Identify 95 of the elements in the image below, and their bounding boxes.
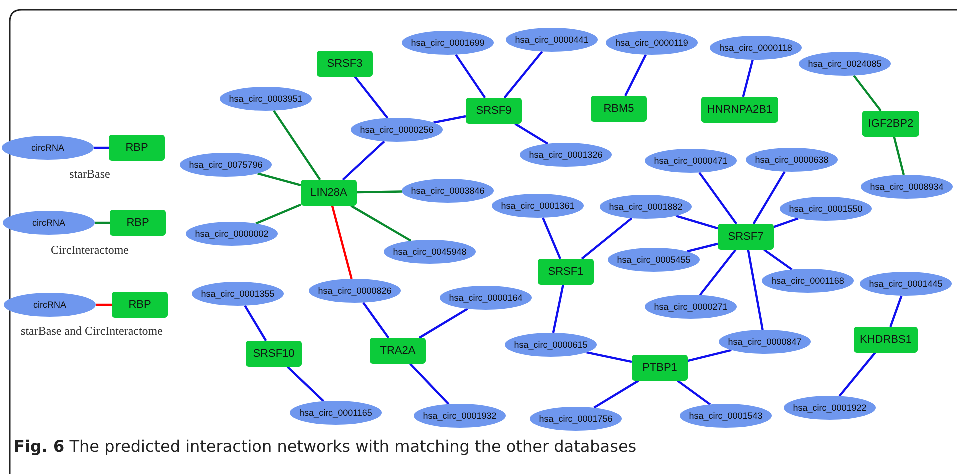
circrna-ellipse: hsa_circ_0003951 — [220, 87, 312, 111]
figure-caption: Fig. 6 The predicted interaction networks with matching the other databases — [14, 437, 637, 456]
interaction-line — [354, 76, 389, 119]
interaction-line — [362, 302, 390, 339]
rbp-box: KHDRBS1 — [854, 327, 918, 353]
interaction-line — [504, 51, 544, 99]
interaction-line — [542, 218, 562, 260]
circrna-ellipse: hsa_circ_0000119 — [606, 31, 698, 55]
legend-text: CircInteractome — [51, 243, 129, 258]
circrna-ellipse: hsa_circ_0001355 — [192, 282, 284, 306]
rbp-box: PTBP1 — [632, 355, 688, 381]
circrna-ellipse: hsa_circ_0005455 — [608, 248, 700, 272]
rbp-box: TRA2A — [370, 338, 426, 364]
circrna-ellipse: hsa_circ_0000271 — [645, 295, 737, 319]
circrna-ellipse: hsa_circ_0000615 — [505, 333, 597, 357]
interaction-line — [752, 171, 786, 225]
circrna-ellipse: circRNA — [3, 211, 95, 235]
circrna-ellipse: hsa_circ_0001922 — [784, 396, 876, 420]
interaction-line — [95, 222, 110, 224]
interaction-line — [586, 351, 632, 364]
interaction-line — [356, 190, 402, 194]
interaction-line — [256, 204, 302, 225]
interaction-line — [677, 380, 712, 406]
rbp-box: SRSF7 — [718, 224, 774, 250]
legend-text: starBase — [70, 167, 110, 182]
rbp-box: IGF2BP2 — [862, 111, 920, 137]
rbp-box: RBP — [109, 135, 165, 161]
interaction-line — [890, 296, 903, 328]
circrna-ellipse: hsa_circ_0000471 — [645, 149, 737, 173]
circrna-ellipse: hsa_circ_0001168 — [762, 269, 854, 293]
rbp-box: LIN28A — [301, 180, 357, 206]
circrna-ellipse: hsa_circ_0000638 — [746, 148, 838, 172]
circrna-ellipse: hsa_circ_0000118 — [710, 36, 802, 60]
interaction-line — [286, 366, 325, 402]
interaction-line — [410, 363, 450, 406]
interaction-line — [419, 308, 468, 339]
circrna-ellipse: circRNA — [2, 136, 94, 160]
rbp-box: RBM5 — [591, 96, 647, 122]
circrna-ellipse: hsa_circ_0001326 — [520, 143, 612, 167]
circrna-ellipse: hsa_circ_0000002 — [186, 222, 278, 246]
interaction-line — [764, 249, 793, 271]
circrna-ellipse: hsa_circ_0000164 — [440, 286, 532, 310]
circrna-ellipse: hsa_circ_0001699 — [402, 31, 494, 55]
interaction-line — [258, 172, 302, 186]
interaction-line — [774, 218, 799, 228]
interaction-line — [552, 284, 564, 334]
circrna-ellipse: hsa_circ_0001543 — [680, 404, 772, 428]
rbp-box: SRSF1 — [538, 259, 594, 285]
circrna-ellipse: hsa_circ_0001361 — [492, 194, 584, 218]
interaction-line — [676, 215, 718, 230]
interaction-line — [273, 110, 322, 181]
legend-text: starBase and CircInteractome — [21, 324, 163, 339]
interaction-line — [581, 218, 633, 260]
interaction-line — [893, 136, 906, 176]
interaction-line — [350, 205, 412, 242]
rbp-box: SRSF10 — [246, 341, 302, 367]
circrna-ellipse: hsa_circ_0001165 — [290, 401, 382, 425]
rbp-box: RBP — [110, 210, 166, 236]
circrna-ellipse: hsa_circ_0001756 — [530, 407, 622, 431]
interaction-line — [624, 54, 648, 96]
circrna-ellipse: hsa_circ_0001445 — [860, 272, 952, 296]
interaction-line — [94, 146, 109, 150]
interaction-line — [853, 75, 882, 112]
circrna-ellipse: hsa_circ_0000256 — [351, 118, 443, 142]
circrna-ellipse: hsa_circ_0001550 — [780, 197, 872, 221]
circrna-ellipse: hsa_circ_0075796 — [180, 153, 272, 177]
interaction-line — [688, 349, 732, 362]
circrna-ellipse: hsa_circ_0001932 — [414, 404, 506, 428]
circrna-ellipse: hsa_circ_0001882 — [600, 195, 692, 219]
rbp-box: SRSF3 — [317, 51, 373, 77]
interaction-line — [698, 172, 738, 225]
interaction-line — [455, 54, 486, 99]
circrna-ellipse: hsa_circ_0000441 — [506, 28, 598, 52]
interaction-line — [838, 352, 876, 397]
interaction-line — [96, 304, 112, 306]
rbp-box: SRSF9 — [466, 98, 522, 124]
rbp-box: HNRNPA2B1 — [701, 97, 779, 123]
circrna-ellipse: circRNA — [4, 293, 96, 317]
circrna-ellipse: hsa_circ_0000847 — [719, 330, 811, 354]
circrna-ellipse: hsa_circ_0000826 — [309, 279, 401, 303]
circrna-ellipse: hsa_circ_0003846 — [402, 179, 494, 203]
interaction-line — [331, 206, 353, 280]
interaction-line — [244, 305, 268, 342]
interaction-line — [434, 115, 466, 124]
interaction-line — [594, 380, 640, 409]
circrna-ellipse: hsa_circ_0045948 — [384, 240, 476, 264]
interaction-line — [747, 250, 764, 330]
interaction-line — [686, 242, 718, 253]
interaction-line — [699, 249, 737, 296]
interaction-line — [342, 140, 386, 181]
interaction-line — [514, 123, 549, 145]
interaction-line — [742, 60, 754, 98]
circrna-ellipse: hsa_circ_0008934 — [861, 175, 953, 199]
circrna-ellipse: hsa_circ_0024085 — [799, 52, 891, 76]
rbp-box: RBP — [112, 292, 168, 318]
